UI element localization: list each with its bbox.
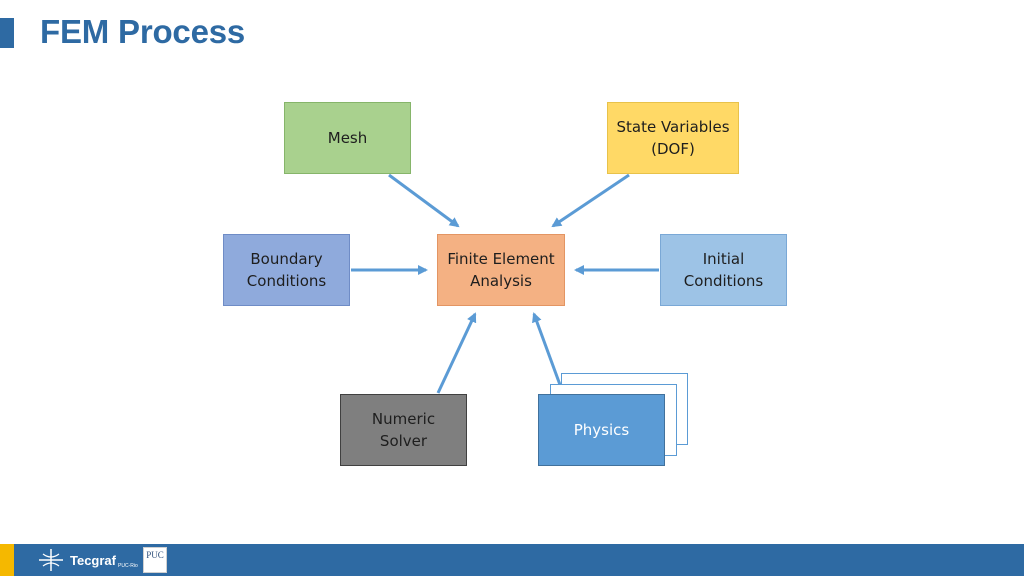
node-state-variables-line-1: State Variables [616, 118, 730, 136]
footer-bar [0, 544, 1024, 576]
tecgraf-logo: Tecgraf PUC-Rio [38, 547, 138, 573]
arrow-physics-to-fea [532, 312, 565, 394]
page-title: FEM Process [40, 13, 246, 50]
node-physics: Physics [538, 394, 665, 466]
node-boundary-conditions-line-1: Boundary [250, 250, 323, 268]
node-mesh: Mesh [284, 102, 411, 174]
arrow-state-to-fea [551, 173, 630, 228]
puc-logo-text: PUC [146, 550, 164, 560]
arrow-solver-to-fea [436, 312, 477, 394]
node-mesh-label: Mesh [327, 129, 368, 147]
node-numeric-solver-line-2: Solver [379, 432, 428, 450]
node-fea-line-1: Finite Element [447, 250, 555, 268]
node-fea-line-2: Analysis [470, 272, 532, 290]
node-state-variables: State Variables (DOF) [607, 102, 739, 174]
node-boundary-conditions: Boundary Conditions [223, 234, 350, 306]
title-accent-bar [0, 18, 14, 48]
node-initial-conditions-line-1: Initial [702, 250, 745, 268]
node-initial-conditions: Initial Conditions [660, 234, 787, 306]
tecgraf-emblem-icon [39, 549, 63, 571]
node-finite-element-analysis: Finite Element Analysis [437, 234, 565, 306]
tecgraf-wordmark: Tecgraf [70, 552, 116, 568]
tecgraf-submark: PUC-Rio [118, 563, 138, 569]
arrow-mesh-to-fea [388, 173, 460, 228]
puc-logo: PUC [143, 547, 167, 573]
node-physics-label: Physics [573, 421, 630, 439]
footer-accent [0, 544, 14, 576]
node-numeric-solver: Numeric Solver [340, 394, 467, 466]
node-initial-conditions-line-2: Conditions [683, 272, 764, 290]
node-state-variables-line-2: (DOF) [651, 140, 695, 158]
node-numeric-solver-line-1: Numeric [371, 410, 436, 428]
node-boundary-conditions-line-2: Conditions [246, 272, 327, 290]
